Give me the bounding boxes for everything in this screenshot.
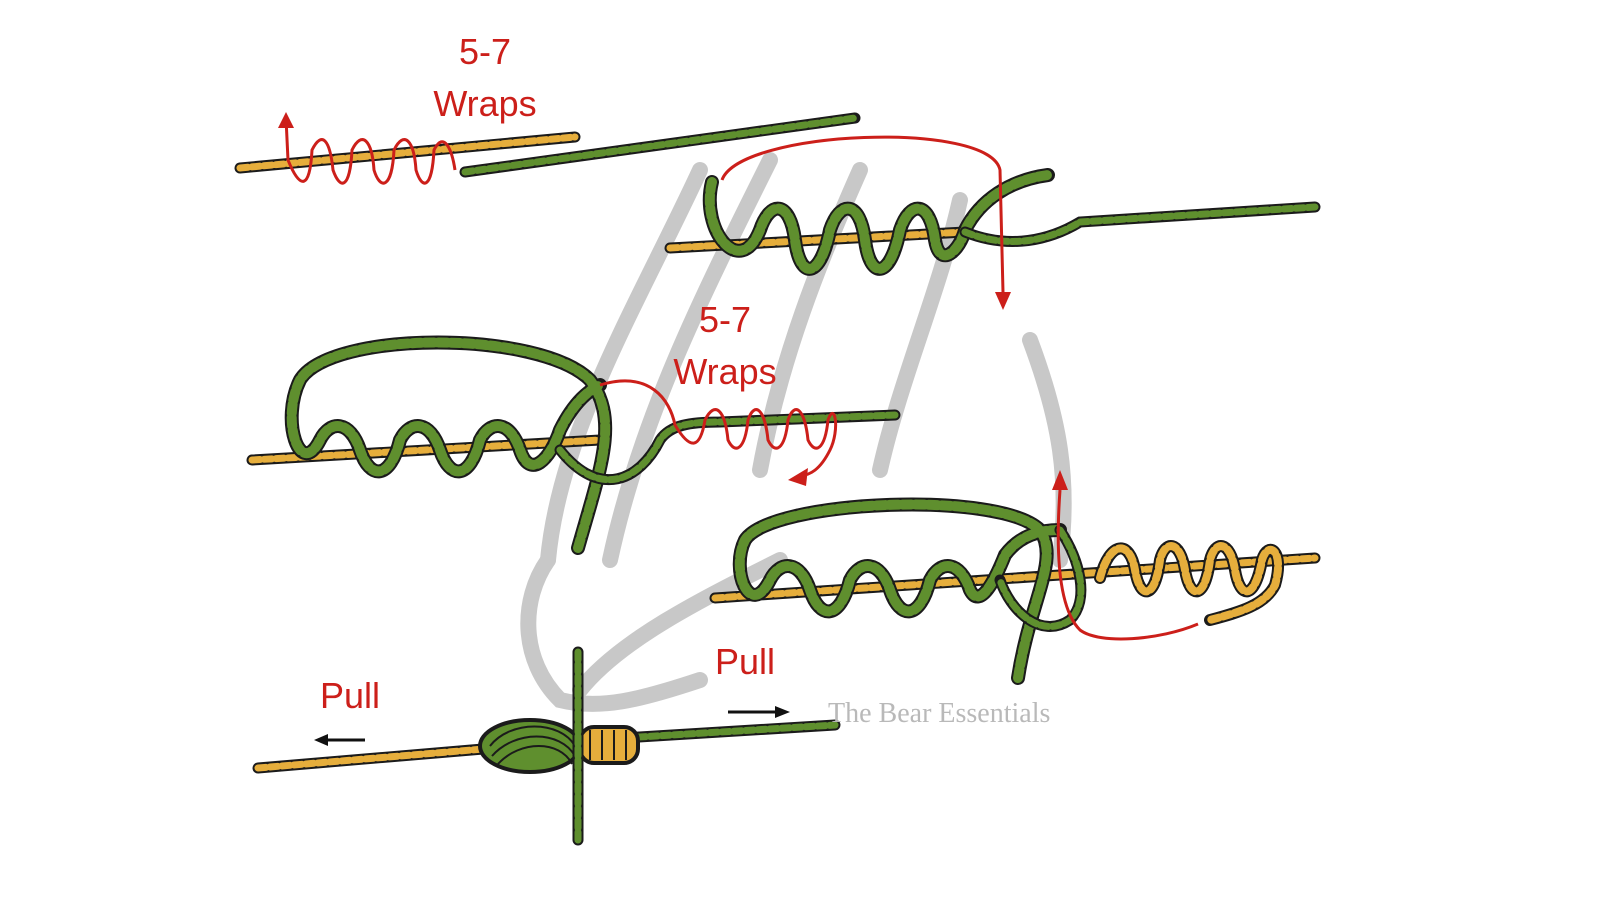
step1-wrap-count: 5-7 bbox=[458, 31, 512, 72]
pull-left-label: Pull bbox=[319, 675, 381, 716]
step4-lines bbox=[709, 470, 1321, 685]
pull-right-label: Pull bbox=[714, 641, 776, 682]
step5-lines bbox=[252, 646, 841, 846]
bear-silhouette-watermark bbox=[520, 152, 1072, 712]
step3-lines bbox=[246, 335, 901, 555]
step1-lines bbox=[234, 112, 861, 185]
step2-lines bbox=[664, 135, 1321, 310]
step3-wrap-count: 5-7 bbox=[698, 299, 752, 340]
watermark-text: The Bear Essentials bbox=[828, 698, 1051, 729]
step1-wrap-unit: Wraps bbox=[433, 83, 537, 124]
step3-wrap-unit: Wraps bbox=[673, 351, 777, 392]
